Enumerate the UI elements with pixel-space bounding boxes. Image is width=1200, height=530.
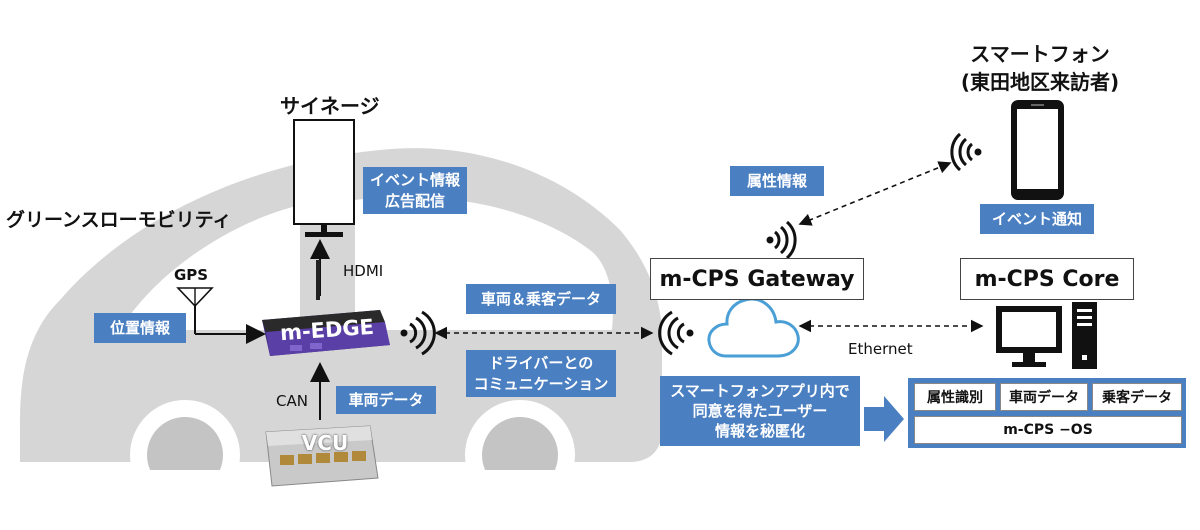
vehicle-passenger-data-box: 車両＆乗客データ	[466, 284, 616, 314]
wireless-icon-edge	[400, 310, 436, 356]
wireless-icon-gateway	[658, 310, 694, 356]
signage-info-line1: イベント情報	[369, 171, 460, 190]
core-cell-attribute: 属性識別	[914, 383, 996, 411]
signage-info-line2: 広告配信	[384, 191, 445, 210]
desktop-computer-icon	[996, 302, 1097, 369]
driver-comm-line2: コミュニケーション	[473, 374, 609, 393]
driver-communication-box: ドライバーとの コミュニケーション	[466, 350, 616, 397]
m-edge-device	[262, 260, 390, 356]
cloud-icon	[707, 297, 800, 358]
hdmi-label: HDMI	[343, 262, 384, 280]
position-info-box: 位置情報	[94, 313, 186, 343]
wireless-icon-gateway-up	[766, 220, 797, 260]
driver-comm-line1: ドライバーとの	[488, 354, 594, 373]
signage-title: サイネージ	[280, 94, 380, 118]
wireless-icon-phone	[950, 132, 982, 172]
anonymize-line3: 情報を秘匿化	[714, 422, 805, 441]
anonymize-box: スマートフォンアプリ内で 同意を得たユーザー 情報を秘匿化	[660, 376, 860, 446]
gateway-title: m-CPS Gateway	[650, 258, 864, 300]
vcu-label: VCU	[301, 431, 349, 455]
vehicle-label: グリーンスローモビリティ	[6, 209, 232, 231]
attribute-info-box: 属性情報	[730, 166, 824, 196]
gps-antenna-icon	[176, 287, 266, 344]
signage-display	[293, 119, 355, 237]
smartphone-title-line1: スマートフォン	[970, 42, 1110, 66]
core-title: m-CPS Core	[960, 258, 1134, 300]
signage-info-box: イベント情報 広告配信	[363, 167, 467, 214]
event-notification-box: イベント通知	[980, 204, 1094, 234]
smartphone-title-line2: (東田地区来訪者)	[960, 70, 1120, 94]
vcu-vehicle-data-box: 車両データ	[336, 386, 436, 414]
anonymize-line1: スマートフォンアプリ内で	[670, 381, 850, 400]
can-label: CAN	[276, 392, 308, 410]
core-cell-vehicle-data: 車両データ	[1000, 383, 1088, 411]
core-cell-passenger-data: 乗客データ	[1092, 383, 1182, 411]
ethernet-label: Ethernet	[848, 340, 913, 358]
anonymize-line2: 同意を得たユーザー	[692, 401, 828, 420]
car-silhouette	[0, 148, 1200, 530]
vcu-module	[265, 425, 379, 487]
core-os-label: m-CPS −OS	[914, 416, 1182, 444]
smartphone-icon	[1011, 100, 1064, 200]
gps-label: GPS	[174, 266, 209, 284]
smartphone-title: スマートフォン (東田地区来訪者)	[930, 40, 1150, 96]
flow-arrow	[864, 396, 904, 442]
